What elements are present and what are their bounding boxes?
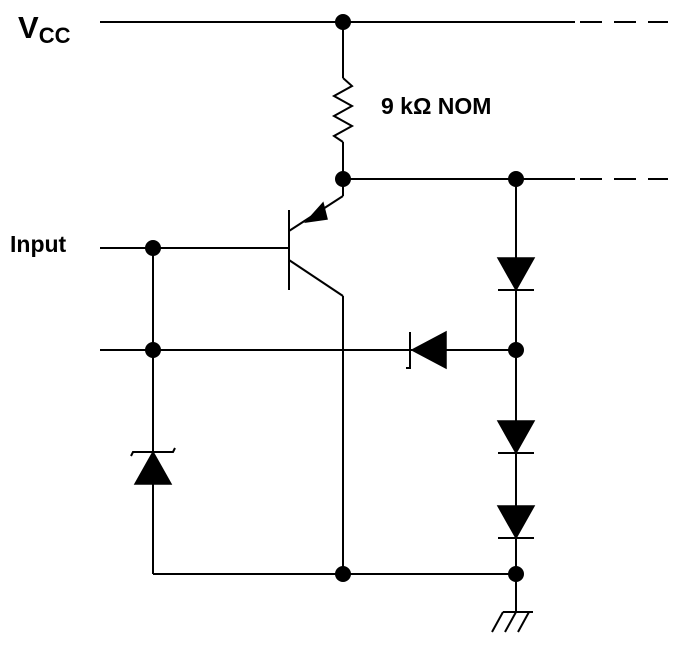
junction-dot-input <box>145 240 161 256</box>
zener-diode-cathode-bar <box>130 447 176 457</box>
junction-dot-right-top <box>508 171 524 187</box>
resistor-value-label: 9 kΩ NOM <box>381 93 491 119</box>
ground-hatch-2 <box>504 611 517 633</box>
secondary-diode-cathode-bar <box>406 332 411 369</box>
junction-dot-left-mid <box>145 342 161 358</box>
vcc-label-subscript: CC <box>39 23 71 48</box>
vcc-label-main: V <box>18 10 39 45</box>
junction-dot-right-mid <box>508 342 524 358</box>
input-label: Input <box>10 231 67 257</box>
diode-3-triangle <box>496 505 536 540</box>
ground-hatch-3 <box>517 611 530 633</box>
transistor-emitter-arrow <box>304 201 328 224</box>
zener-diode-triangle <box>133 450 173 485</box>
ground-hatch-1 <box>491 611 504 633</box>
resistor-9k <box>331 77 355 143</box>
vcc-label: VCC <box>18 10 71 48</box>
junction-dot-emitter <box>335 171 351 187</box>
junction-dot-bottom-right <box>508 566 524 582</box>
secondary-diode-triangle <box>410 330 447 370</box>
diode-1-triangle <box>496 257 536 292</box>
diode-2-triangle <box>496 420 536 455</box>
junction-dot-vcc <box>335 14 351 30</box>
junction-dot-bottom-center <box>335 566 351 582</box>
transistor-collector-lead <box>288 259 344 297</box>
